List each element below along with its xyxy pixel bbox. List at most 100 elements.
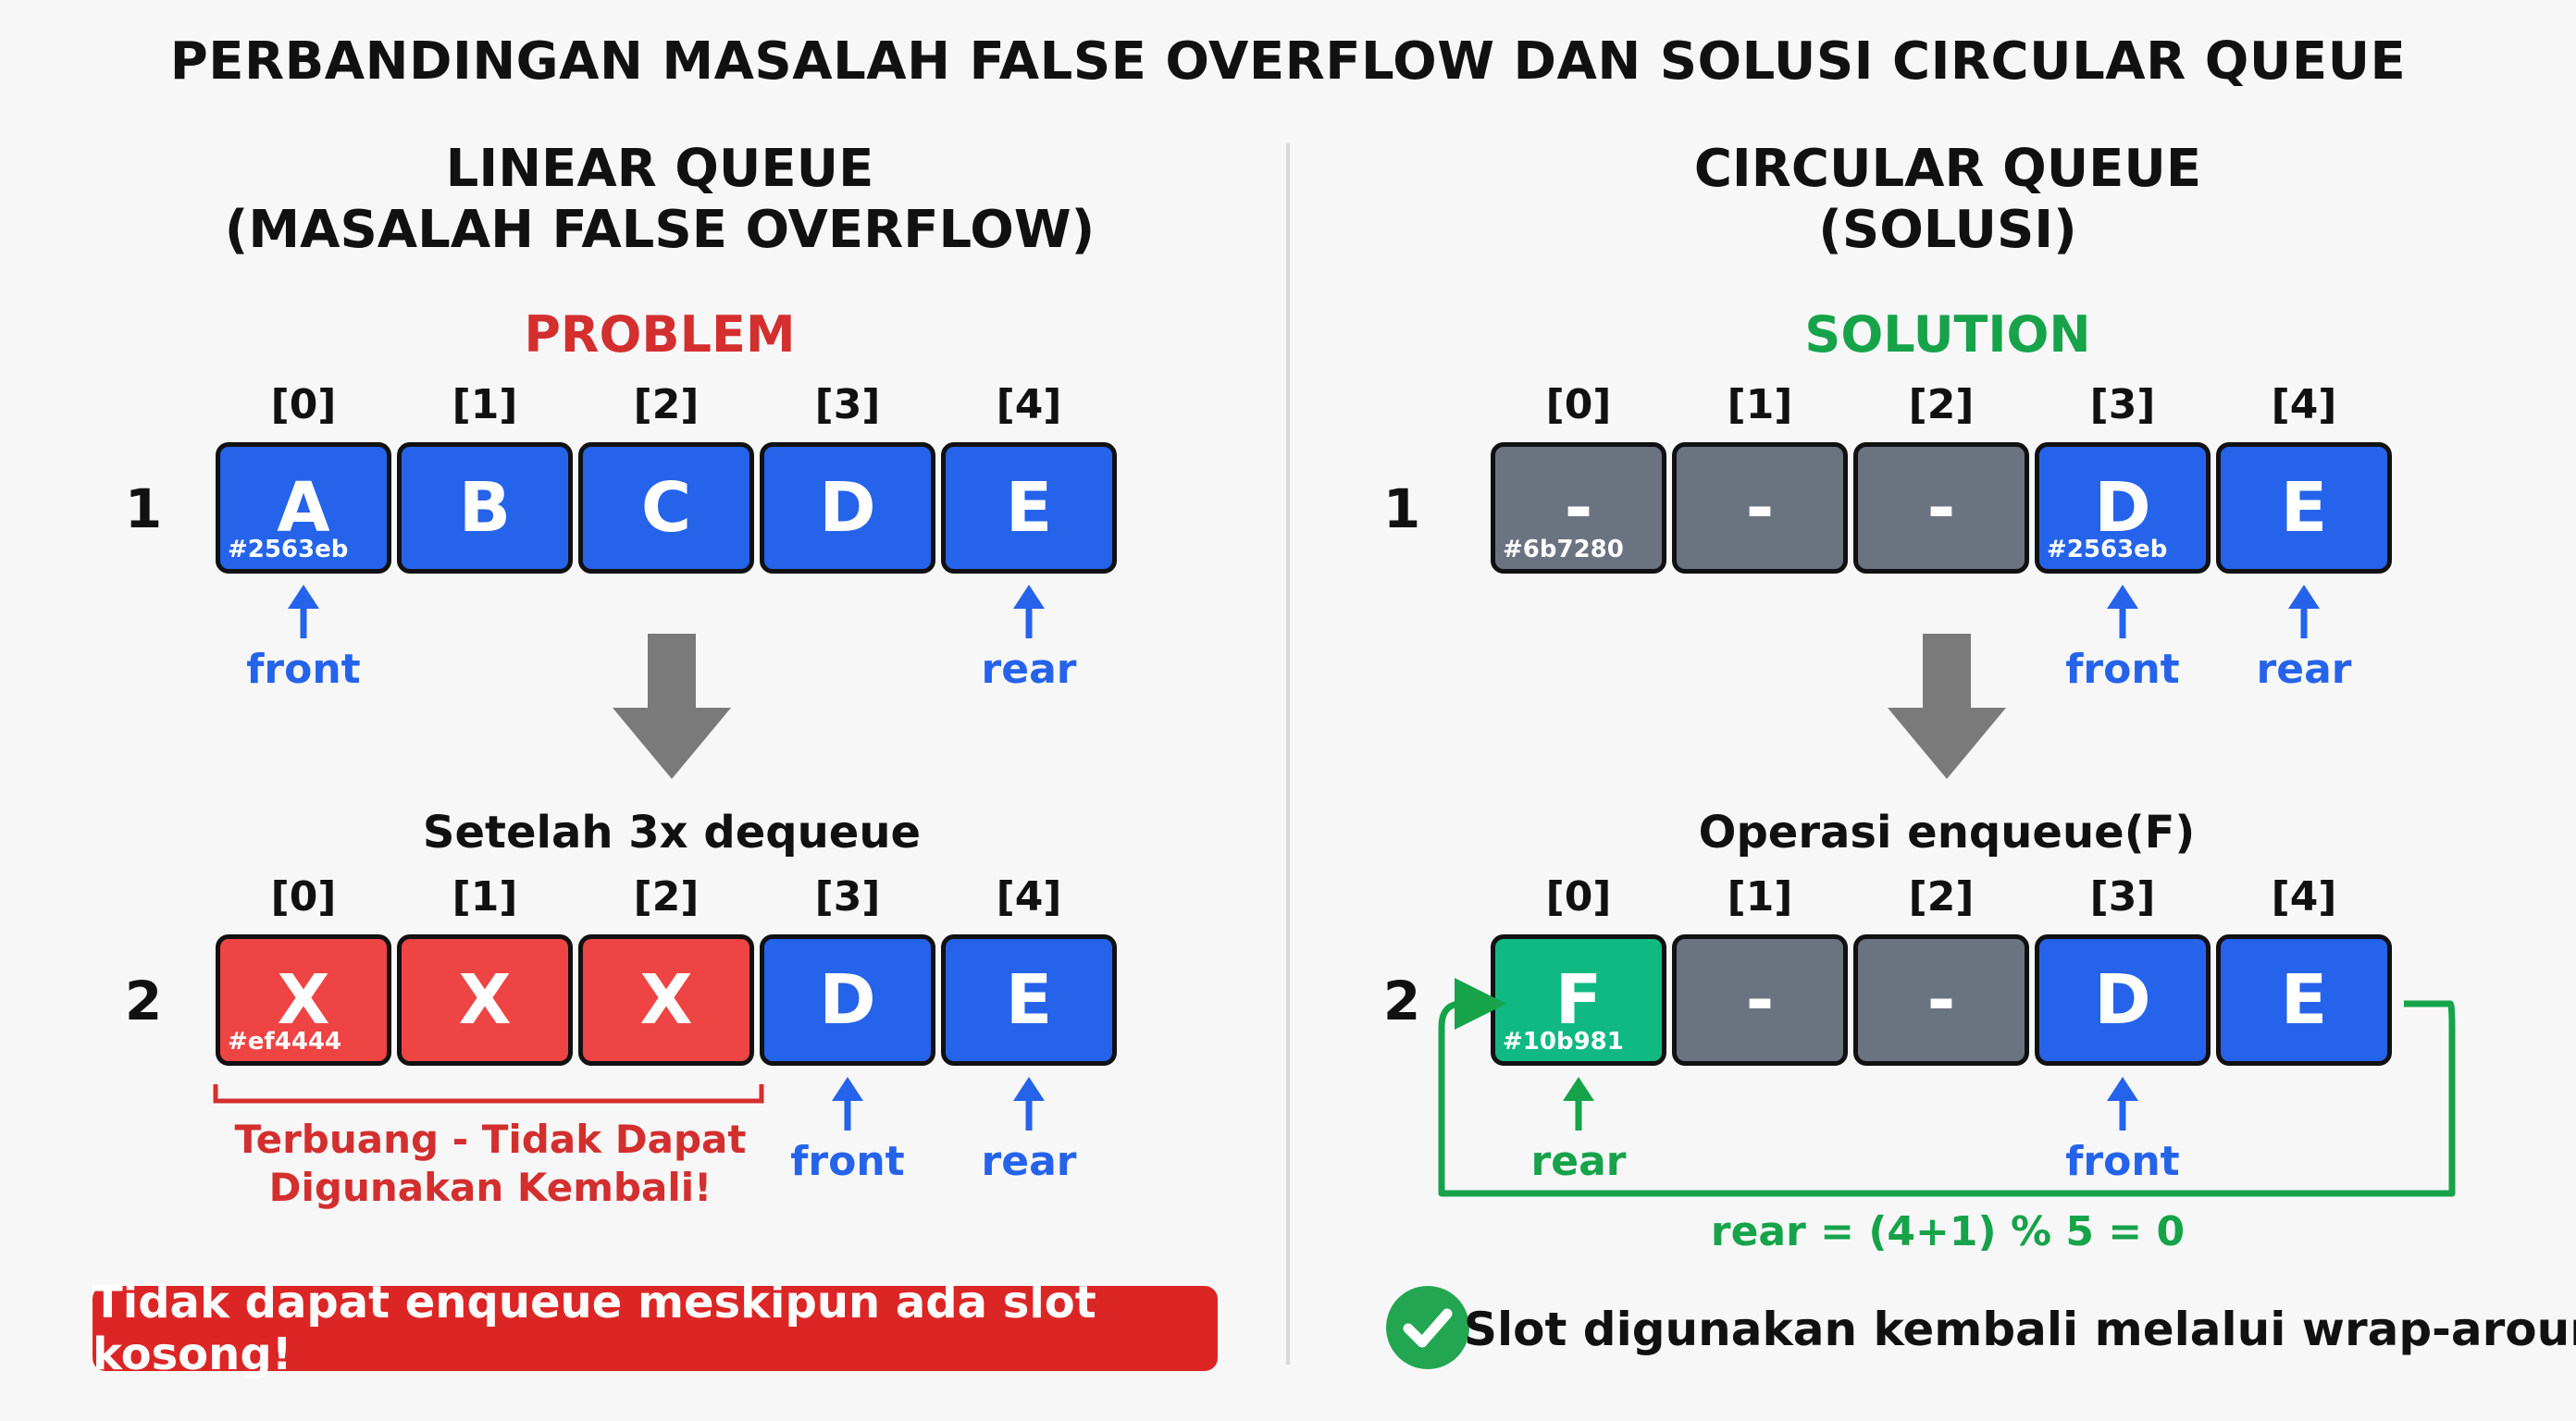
row-number: 1 <box>124 477 163 540</box>
rear-pointer: rear <box>1530 1138 1627 1185</box>
row-number: 2 <box>1382 970 1421 1032</box>
queue-cell: E <box>2216 442 2392 574</box>
wasted-note: Terbuang - Tidak Dapat Digunakan Kembali… <box>213 1116 768 1212</box>
queue-cell: X <box>578 934 754 1066</box>
cell-value: A <box>277 468 330 548</box>
pointer-arrowhead-icon <box>2107 585 2138 609</box>
wasted-note-line2: Digunakan Kembali! <box>268 1165 712 1210</box>
index-label: [4] <box>2271 873 2337 921</box>
cell-value: D <box>819 960 876 1040</box>
queue-cell: D#2563eb <box>2035 442 2211 574</box>
cell-value: E <box>1005 960 1053 1040</box>
queue-cell: D <box>760 934 935 1066</box>
pointer-arrowhead-icon <box>1013 1077 1045 1101</box>
cell-value: D <box>819 468 876 548</box>
queue-cell: B <box>397 442 573 574</box>
cell-value: E <box>2280 960 2328 1040</box>
success-message: Slot digunakan kembali melalui wrap-arou… <box>1464 1303 2576 1356</box>
pointer-arrowhead-icon <box>1013 585 1045 609</box>
pointer-arrowhead-icon <box>288 585 319 609</box>
index-label: [2] <box>633 873 700 921</box>
index-label: [0] <box>270 873 337 921</box>
row-number: 1 <box>1382 477 1421 540</box>
rear-pointer: rear <box>2256 646 2352 693</box>
index-label: [1] <box>452 381 518 428</box>
cell-value: - <box>1745 960 1775 1040</box>
circular-caption: Operasi enqueue(F) <box>1698 807 2196 859</box>
queue-cell: D <box>760 442 935 574</box>
panel-divider <box>1286 143 1290 1365</box>
queue-cell: - <box>1853 934 2029 1066</box>
index-label: [2] <box>633 381 700 428</box>
cell-value: - <box>1926 960 1956 1040</box>
queue-cell: C <box>578 442 754 574</box>
index-label: [1] <box>1727 873 1793 921</box>
cell-value: C <box>640 468 692 548</box>
index-label: [0] <box>1545 873 1612 921</box>
pointer-arrowhead-icon <box>2288 585 2320 609</box>
index-label: [1] <box>1727 381 1793 428</box>
cell-color-code: #ef4444 <box>228 1028 342 1056</box>
cell-value: B <box>458 468 512 548</box>
cell-value: - <box>1745 468 1775 548</box>
index-label: [4] <box>996 873 1062 921</box>
queue-cell: E <box>941 934 1117 1066</box>
cell-value: F <box>1554 960 1603 1040</box>
rear-pointer: rear <box>981 1138 1077 1185</box>
cell-value: E <box>2280 468 2328 548</box>
queue-cell: X <box>397 934 573 1066</box>
linear-title-line2: (MASALAH FALSE OVERFLOW) <box>224 200 1096 260</box>
cell-color-code: #2563eb <box>228 536 349 563</box>
index-label: [3] <box>2089 873 2156 921</box>
cell-color-code: #6b7280 <box>1503 536 1624 563</box>
pointer-arrowhead-icon <box>832 1077 863 1101</box>
down-arrow-icon <box>1888 634 2006 779</box>
wasted-note-line1: Terbuang - Tidak Dapat <box>234 1117 747 1162</box>
cell-value: X <box>458 960 512 1040</box>
cell-value: X <box>277 960 330 1040</box>
error-banner: Tidak dapat enqueue meskipun ada slot ko… <box>93 1277 1218 1380</box>
index-label: [4] <box>2271 381 2337 428</box>
cell-value: E <box>1005 468 1053 548</box>
check-icon <box>1386 1286 1469 1369</box>
queue-cell: X#ef4444 <box>216 934 391 1066</box>
front-pointer: front <box>2065 1138 2180 1185</box>
index-label: [0] <box>270 381 337 428</box>
solution-label: SOLUTION <box>1804 305 2091 364</box>
circular-title-line2: (SOLUSI) <box>1818 200 2077 260</box>
index-label: [2] <box>1908 873 1975 921</box>
queue-cell: -#6b7280 <box>1491 442 1666 574</box>
linear-panel-title: LINEAR QUEUE (MASALAH FALSE OVERFLOW) <box>197 139 1122 261</box>
queue-cell: F#10b981 <box>1491 934 1666 1066</box>
linear-title-line1: LINEAR QUEUE <box>445 139 874 199</box>
index-label: [0] <box>1545 381 1612 428</box>
cell-color-code: #2563eb <box>2047 536 2168 563</box>
cell-value: D <box>2094 468 2151 548</box>
index-label: [3] <box>814 873 881 921</box>
queue-cell: D <box>2035 934 2211 1066</box>
cell-value: D <box>2094 960 2151 1040</box>
wraparound-arrow <box>1438 978 2456 1197</box>
circular-panel-title: CIRCULAR QUEUE (SOLUSI) <box>1485 139 2410 261</box>
cell-value: - <box>1926 468 1956 548</box>
queue-cell: - <box>1672 442 1848 574</box>
queue-cell: E <box>941 442 1117 574</box>
index-label: [2] <box>1908 381 1975 428</box>
queue-cell: - <box>1853 442 2029 574</box>
rear-pointer: rear <box>981 646 1077 693</box>
pointer-arrowhead-icon <box>2107 1077 2138 1101</box>
main-title: PERBANDINGAN MASALAH FALSE OVERFLOW DAN … <box>169 31 2407 92</box>
cell-value: X <box>639 960 693 1040</box>
problem-label: PROBLEM <box>524 305 796 364</box>
front-pointer: front <box>246 646 361 693</box>
index-label: [1] <box>452 873 518 921</box>
down-arrow-icon <box>613 634 731 779</box>
front-pointer: front <box>2065 646 2180 693</box>
queue-cell: - <box>1672 934 1848 1066</box>
index-label: [3] <box>2089 381 2156 428</box>
index-label: [4] <box>996 381 1062 428</box>
wasted-bracket <box>213 1084 764 1104</box>
row-number: 2 <box>124 970 163 1032</box>
pointer-arrowhead-icon <box>1563 1077 1594 1101</box>
